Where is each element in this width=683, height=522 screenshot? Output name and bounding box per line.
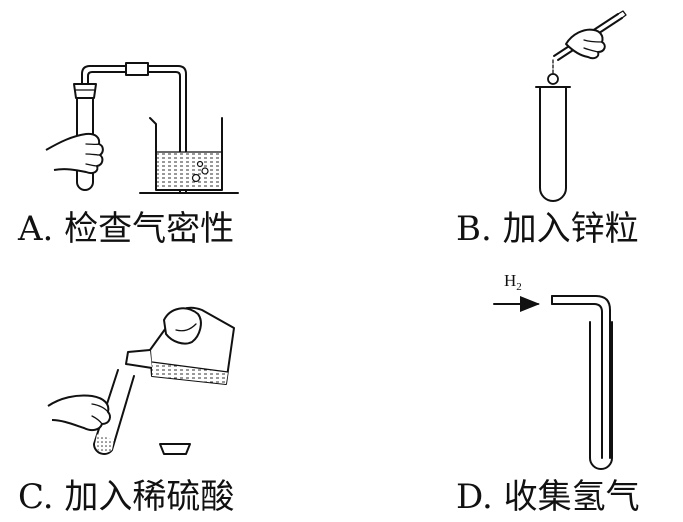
hand-on-bottle-icon <box>163 307 202 345</box>
gas-bubbles <box>191 160 209 183</box>
panel-b: B. 加入锌粒 <box>456 10 639 249</box>
gas-label-h2: H2 <box>504 271 522 293</box>
zinc-granule-icon <box>547 73 559 85</box>
panel-d: H2 D. 收集氢气 <box>456 271 640 517</box>
caption-b: B. 加入锌粒 <box>456 209 639 249</box>
hand-with-tweezers-icon <box>553 10 627 61</box>
delivery-tube-d <box>551 295 611 459</box>
bottle-stopper-c <box>159 443 191 455</box>
inverted-test-tube-d <box>589 321 613 470</box>
panel-a: A. 检查气密性 <box>17 62 239 249</box>
caption-d: D. 收集氢气 <box>456 477 640 517</box>
caption-c: C. 加入稀硫酸 <box>18 477 234 517</box>
hand-holding-tube-icon <box>45 132 104 175</box>
panel-c: C. 加入稀硫酸 <box>18 306 235 517</box>
test-tube-b <box>535 86 571 202</box>
tilted-test-tube-c <box>93 369 135 455</box>
caption-a: A. 检查气密性 <box>17 209 234 249</box>
beaker-a <box>149 117 223 191</box>
delivery-tube-a <box>81 62 187 193</box>
hand-holding-tube-c-icon <box>47 394 111 432</box>
test-tube-a <box>73 83 97 191</box>
